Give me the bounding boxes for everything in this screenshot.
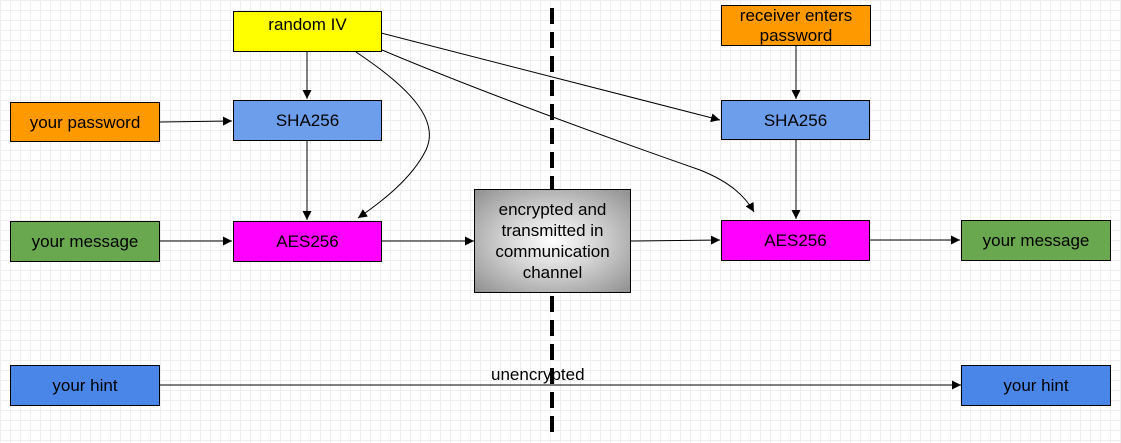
aes256-sender-box: AES256 — [233, 221, 382, 262]
aes256-receiver-box: AES256 — [721, 220, 870, 261]
communication-channel-box: encrypted and transmitted in communicati… — [474, 189, 631, 293]
sha256-sender-box: SHA256 — [233, 100, 382, 141]
arrow-iv-to-aes-sender — [355, 51, 430, 219]
random-iv-box: random IV — [233, 11, 382, 52]
arrow-iv-to-sha-receiver — [380, 32, 721, 123]
sha256-receiver-box: SHA256 — [721, 100, 870, 140]
arrow-password-to-sha — [159, 116, 233, 126]
your-password-box: your password — [10, 102, 160, 142]
your-message-receiver-box: your message — [961, 220, 1111, 261]
arrow-channel-to-aes-receiver — [630, 235, 721, 245]
your-hint-sender-box: your hint — [10, 365, 160, 406]
receiver-enters-password-box: receiver enters password — [721, 5, 871, 46]
your-message-sender-box: your message — [10, 221, 160, 262]
your-hint-receiver-box: your hint — [961, 365, 1111, 406]
arrow-iv-to-aes-receiver — [367, 43, 755, 213]
unencrypted-label: unencrypted — [491, 365, 585, 384]
